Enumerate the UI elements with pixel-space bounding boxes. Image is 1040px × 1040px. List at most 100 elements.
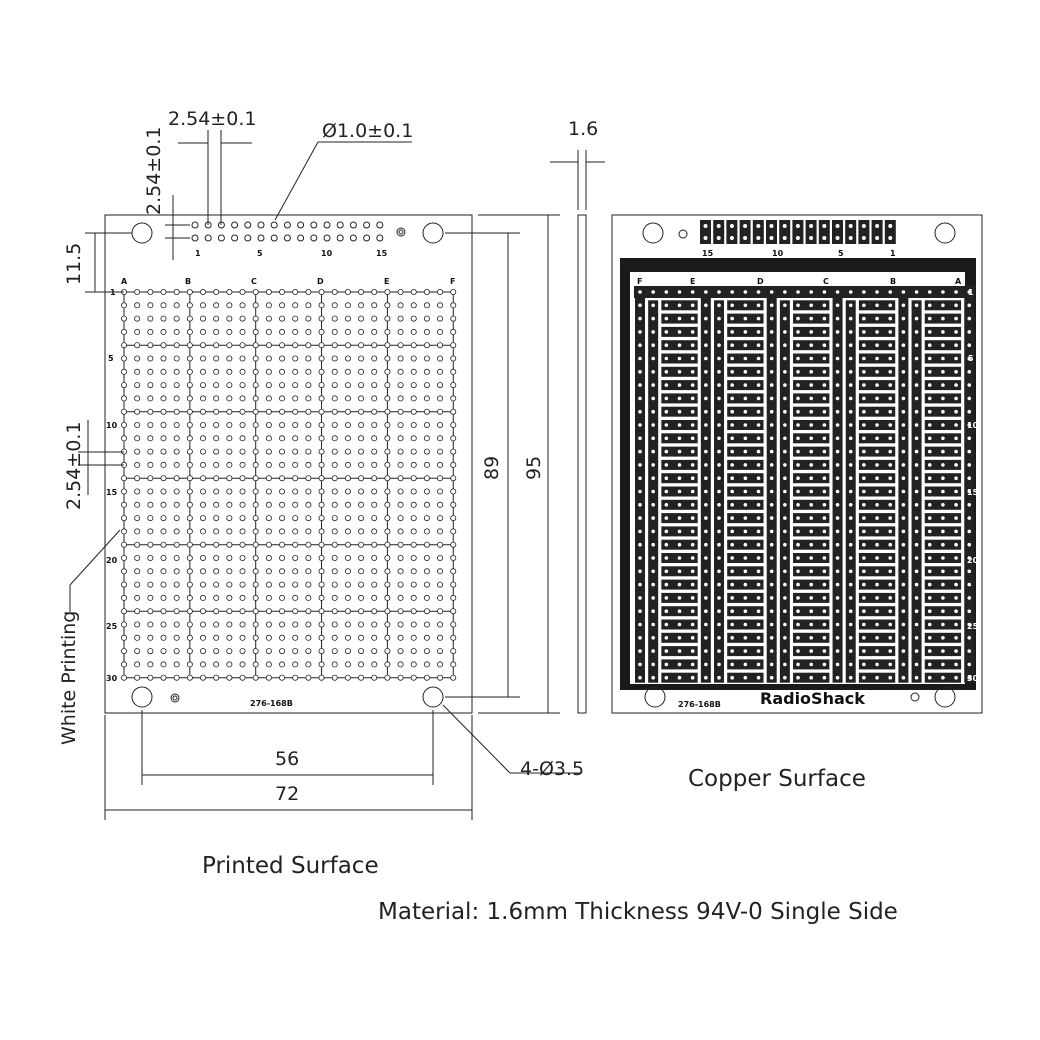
grid-hole — [134, 315, 141, 322]
grid-hole — [134, 528, 141, 535]
copper-pad — [664, 370, 669, 374]
copper-pad — [927, 476, 932, 481]
copper-pad — [822, 489, 827, 494]
grid-hole — [305, 674, 312, 681]
grid-hole — [213, 661, 220, 668]
grid-hole — [200, 288, 207, 295]
copper-pad — [927, 303, 932, 308]
grid-hole — [252, 541, 259, 548]
copper-pad — [730, 383, 734, 387]
copper-pad — [809, 649, 814, 653]
header-pad — [822, 236, 827, 240]
copper-pad — [756, 636, 761, 640]
copper-pad — [967, 370, 972, 374]
grid-hole — [437, 435, 444, 442]
copper-pad — [664, 569, 669, 574]
copper-pad — [677, 343, 682, 348]
grid-hole — [173, 395, 180, 402]
header-pad — [729, 224, 734, 228]
grid-hole — [200, 674, 207, 681]
copper-pad — [651, 569, 655, 574]
copper-pad — [954, 489, 958, 494]
column-letter: B — [890, 277, 896, 286]
row-number: 10 — [106, 421, 118, 430]
copper-pad — [954, 503, 958, 507]
grid-hole — [147, 395, 154, 402]
copper-pad — [651, 423, 655, 427]
grid-hole — [410, 421, 417, 428]
grid-hole — [331, 488, 338, 495]
grid-hole — [213, 515, 220, 522]
copper-pad — [862, 449, 866, 454]
grid-hole — [423, 515, 430, 522]
copper-pad — [756, 409, 761, 414]
grid-hole — [384, 475, 391, 482]
header-pad — [888, 224, 893, 228]
copper-pad — [809, 463, 814, 467]
copper-pad — [967, 316, 972, 321]
copper-pad — [875, 449, 879, 454]
grid-hole — [410, 328, 417, 335]
material-note: Material: 1.6mm Thickness 94V-0 Single S… — [378, 899, 898, 925]
grid-hole — [252, 435, 259, 442]
header-hole — [323, 221, 331, 229]
grid-hole — [186, 355, 193, 362]
copper-pad — [690, 396, 695, 401]
copper-pad — [822, 675, 827, 680]
grid-hole — [279, 541, 286, 548]
part-number: 276-168B — [250, 699, 293, 708]
grid-hole — [292, 634, 299, 641]
copper-pad — [756, 449, 761, 454]
copper-pad — [677, 316, 682, 321]
copper-pad — [888, 649, 893, 653]
copper-pad — [862, 330, 866, 334]
grid-hole — [279, 408, 286, 415]
copper-pad — [941, 582, 945, 587]
copper-pad — [809, 449, 814, 454]
copper-pad — [848, 383, 853, 387]
grid-hole — [252, 634, 259, 641]
grid-hole — [213, 435, 220, 442]
grid-hole — [437, 581, 444, 588]
grid-hole — [292, 488, 299, 495]
copper-pad — [941, 290, 945, 294]
grid-hole — [410, 342, 417, 349]
grid-hole — [292, 368, 299, 375]
copper-pad — [888, 343, 893, 348]
mount-hole — [642, 222, 664, 244]
grid-hole — [318, 448, 325, 455]
copper-pad — [822, 582, 827, 587]
copper-pad — [638, 463, 642, 467]
grid-hole — [173, 541, 180, 548]
grid-hole — [358, 594, 365, 601]
copper-pad — [743, 476, 748, 481]
copper-pad — [743, 609, 748, 613]
grid-hole — [252, 568, 259, 575]
copper-pad — [927, 636, 932, 640]
copper-pad — [954, 529, 958, 534]
grid-hole — [384, 674, 391, 681]
copper-pad — [704, 675, 708, 680]
grid-hole — [265, 288, 272, 295]
grid-hole — [344, 634, 351, 641]
grid-hole — [358, 528, 365, 535]
grid-hole — [252, 342, 259, 349]
copper-pad — [835, 303, 840, 308]
grid-hole — [213, 568, 220, 575]
copper-pad — [690, 622, 695, 627]
grid-hole — [134, 555, 141, 562]
copper-pad — [717, 529, 721, 534]
copper-pad — [730, 596, 734, 600]
grid-hole — [292, 475, 299, 482]
copper-pad — [769, 316, 774, 321]
copper-pad — [677, 449, 682, 454]
copper-pad — [875, 489, 879, 494]
grid-hole — [292, 674, 299, 681]
copper-pad — [941, 343, 945, 348]
grid-hole — [437, 461, 444, 468]
grid-hole — [437, 328, 444, 335]
white-printing-callout: White Printing — [58, 611, 80, 745]
copper-pad — [901, 370, 906, 374]
copper-pad — [796, 316, 800, 321]
grid-hole — [121, 621, 128, 628]
